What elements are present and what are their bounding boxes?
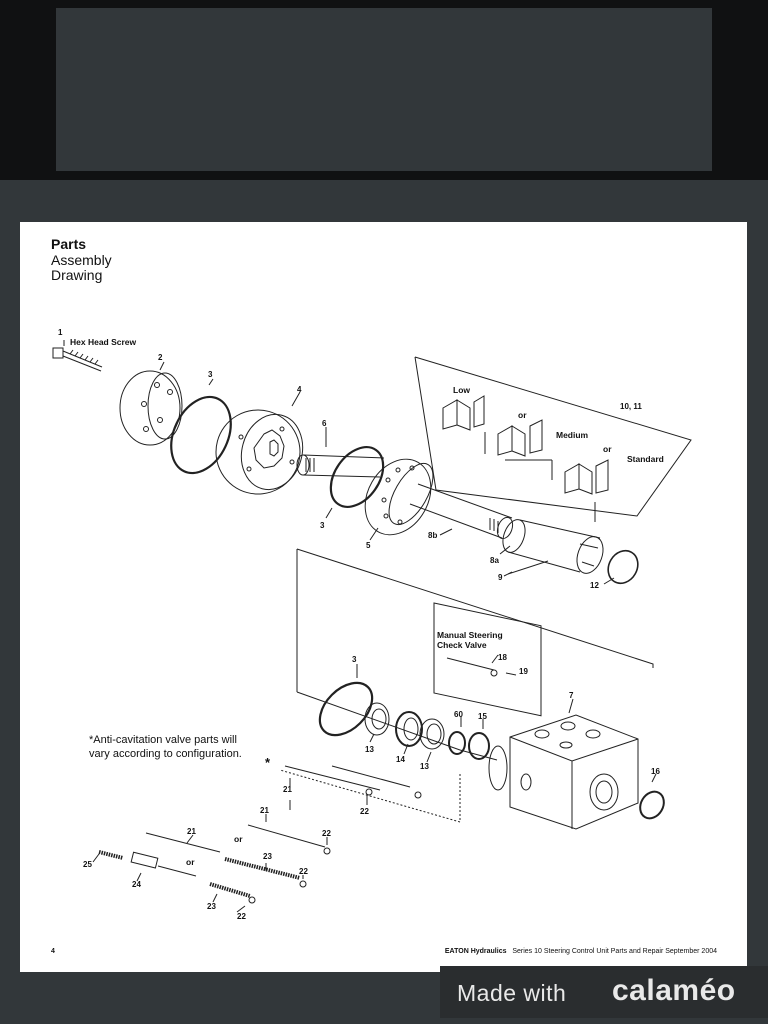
page-subtitle-line2: Drawing <box>51 267 103 283</box>
viewer-top-bar <box>0 0 768 180</box>
check-valve-box <box>433 602 542 717</box>
centering-springs-panel <box>414 356 692 522</box>
gerotor-part <box>215 409 304 495</box>
valve-body-part <box>130 851 159 869</box>
svg-text:60: 60 <box>454 710 463 719</box>
publication-title: Series 10 Steering Control Unit Parts an… <box>512 948 717 955</box>
spool-part <box>409 483 514 540</box>
check-rod-part <box>284 765 381 791</box>
document-page: Parts Assembly Drawing <box>20 222 747 972</box>
svg-text:23: 23 <box>263 852 272 861</box>
o-ring-part <box>170 395 232 475</box>
or-label: or <box>234 834 243 844</box>
check-rod-part <box>331 765 411 788</box>
or-label: or <box>603 444 612 454</box>
svg-text:15: 15 <box>478 712 487 721</box>
svg-text:22: 22 <box>237 912 246 921</box>
svg-text:14: 14 <box>396 755 405 764</box>
company-name: EATON Hydraulics <box>444 948 507 955</box>
or-label: or <box>186 857 195 867</box>
exploded-assembly-drawing: Hex Head Screw Low or Medium or Standard… <box>52 328 692 921</box>
svg-text:21: 21 <box>283 785 292 794</box>
svg-text:6: 6 <box>322 419 327 428</box>
page-heading: Parts Assembly Drawing <box>51 236 112 283</box>
svg-text:24: 24 <box>132 880 141 889</box>
o-ring-part <box>318 681 374 737</box>
svg-text:22: 22 <box>322 829 331 838</box>
hex-head-screw-label: Hex Head Screw <box>70 337 137 347</box>
housing-part <box>488 714 639 830</box>
check-valve-label-line2: Check Valve <box>437 640 487 650</box>
svg-text:2: 2 <box>158 353 163 362</box>
badge-made-with-text: Made with <box>457 980 567 1006</box>
svg-text:21: 21 <box>187 827 196 836</box>
svg-text:8a: 8a <box>490 556 499 565</box>
spacer-plate-part <box>364 458 434 536</box>
svg-text:23: 23 <box>207 902 216 911</box>
note-line2: vary according to configuration. <box>89 748 242 760</box>
viewer-blank-panel <box>56 8 712 171</box>
spring-part <box>224 857 301 880</box>
standard-label: Standard <box>627 454 664 464</box>
svg-text:12: 12 <box>590 581 599 590</box>
part-callouts: 1 2 3 4 6 10, 11 3 5 8b 8a 9 12 3 18 19 … <box>58 328 660 921</box>
page-title: Parts <box>51 236 87 252</box>
asterisk-label: * <box>265 755 271 770</box>
svg-text:10, 11: 10, 11 <box>620 402 642 411</box>
made-with-calameo-badge[interactable]: Made with calaméo <box>440 966 768 1018</box>
note-line1: *Anti-cavitation valve parts will <box>89 734 237 746</box>
sleeve-part <box>502 519 604 574</box>
drive-shaft-part <box>296 454 385 478</box>
svg-text:18: 18 <box>498 653 507 662</box>
svg-text:5: 5 <box>366 541 371 550</box>
svg-text:1: 1 <box>58 328 63 337</box>
svg-text:3: 3 <box>320 521 325 530</box>
svg-text:8b: 8b <box>428 531 437 540</box>
svg-text:4: 4 <box>297 385 302 394</box>
seal-ring-part <box>639 790 665 820</box>
end-cap-part <box>119 370 183 446</box>
svg-text:7: 7 <box>569 691 574 700</box>
hex-head-screw-part <box>52 347 103 372</box>
thrust-bearing-part <box>395 711 423 747</box>
svg-text:22: 22 <box>299 867 308 876</box>
svg-text:19: 19 <box>519 667 528 676</box>
check-valve-label-line1: Manual Steering <box>437 630 503 640</box>
svg-text:16: 16 <box>651 767 660 776</box>
spring-part <box>98 850 124 860</box>
anti-cavitation-note: *Anti-cavitation valve parts will vary a… <box>89 733 279 761</box>
thrust-washer-part <box>419 718 445 750</box>
svg-text:9: 9 <box>498 573 503 582</box>
seal-ring-part <box>468 732 490 760</box>
publication-info: EATON Hydraulics Series 10 Steering Cont… <box>445 948 717 955</box>
svg-text:22: 22 <box>360 807 369 816</box>
seal-ring-part <box>448 731 466 755</box>
centering-pin-part <box>507 560 549 575</box>
spring-part <box>209 882 251 898</box>
low-label: Low <box>453 385 470 395</box>
calameo-logo: calaméo <box>612 974 736 1007</box>
page-subtitle-line1: Assembly <box>51 252 112 268</box>
svg-text:25: 25 <box>83 860 92 869</box>
ring-part <box>607 549 639 585</box>
page-number: 4 <box>51 948 55 955</box>
diagram-labels: Hex Head Screw Low or Medium or Standard… <box>70 337 664 867</box>
thrust-washer-part <box>364 702 390 736</box>
medium-label: Medium <box>556 430 589 440</box>
svg-text:13: 13 <box>420 762 429 771</box>
svg-text:13: 13 <box>365 745 374 754</box>
or-label: or <box>518 410 527 420</box>
page-footer: 4 EATON Hydraulics Series 10 Steering Co… <box>51 948 717 960</box>
svg-text:3: 3 <box>208 370 213 379</box>
svg-text:21: 21 <box>260 806 269 815</box>
o-ring-part <box>329 446 385 508</box>
svg-text:3: 3 <box>352 655 357 664</box>
